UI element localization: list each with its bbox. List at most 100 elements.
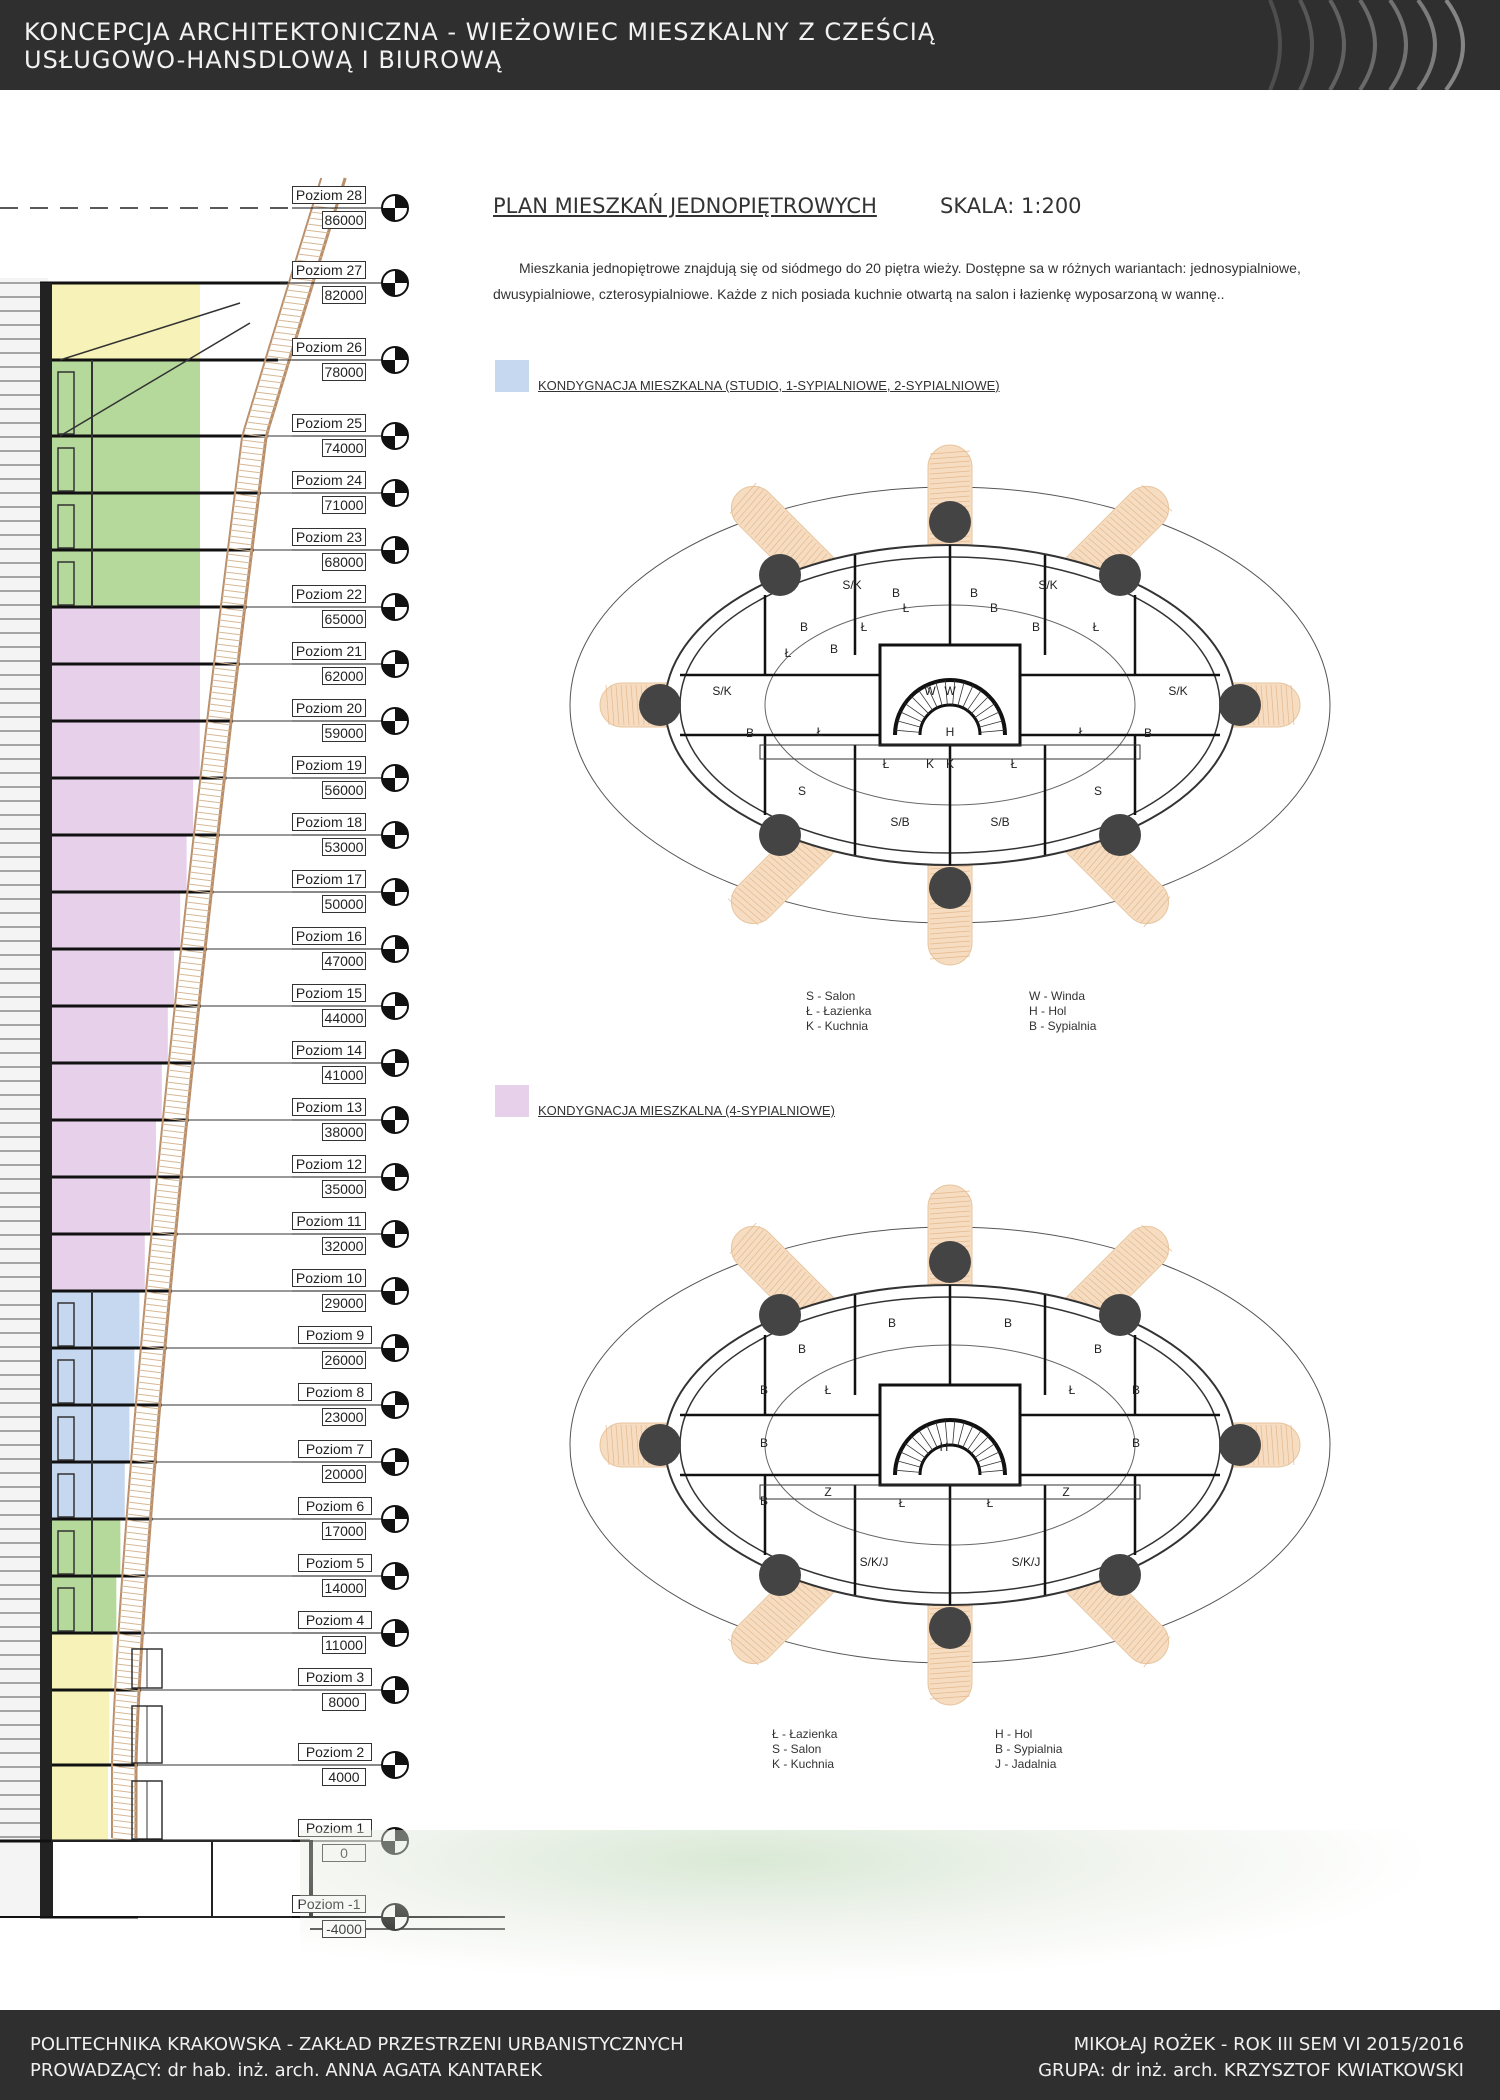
- timber-slat: [219, 619, 244, 624]
- timber-slat: [147, 1279, 172, 1284]
- legend-item: K - Kuchnia: [806, 1019, 869, 1033]
- timber-slat: [281, 307, 306, 312]
- timber-slat: [163, 1117, 188, 1122]
- stair-outer: [893, 678, 1007, 736]
- timber-slat: [241, 439, 266, 444]
- timber-slat: [176, 991, 201, 996]
- header-title-line1: KONCEPCJA ARCHITEKTONICZNA - WIEŻOWIEC M…: [24, 18, 936, 46]
- level-value: 35000: [322, 1180, 366, 1198]
- stair-step: [935, 681, 943, 707]
- level-marker-quadrant: [382, 1519, 395, 1532]
- room-label: B: [760, 1494, 768, 1508]
- timber-slat: [1125, 878, 1153, 910]
- timber-slat: [227, 553, 252, 558]
- timber-slat: [131, 1459, 156, 1464]
- stair-step: [926, 1424, 938, 1448]
- timber-slat: [132, 1441, 157, 1446]
- timber-slat: [176, 985, 202, 990]
- timber-slat: [113, 1717, 138, 1722]
- timber-slat: [113, 1711, 139, 1716]
- timber-slat: [178, 967, 204, 972]
- timber-slat: [146, 1285, 171, 1290]
- room-label: Ł: [987, 1496, 994, 1510]
- timber-slat: [202, 757, 227, 762]
- room-label: Z: [824, 1485, 831, 1499]
- timber-slat: [211, 685, 236, 690]
- timber-slat: [758, 1251, 785, 1282]
- level-label: Poziom 4: [298, 1611, 372, 1629]
- timber-slat: [727, 898, 759, 926]
- level-marker-quadrant: [395, 1506, 408, 1519]
- timber-slat: [153, 1207, 179, 1212]
- room-label: S/B: [990, 815, 1009, 829]
- room-label: B: [746, 726, 754, 740]
- timber-slat: [266, 355, 291, 360]
- level-label: Poziom 10: [292, 1269, 366, 1287]
- timber-slat: [1136, 889, 1164, 921]
- timber-slat: [201, 769, 226, 774]
- timber-slat: [610, 1424, 615, 1466]
- level-marker-quadrant: [395, 708, 408, 721]
- timber-slat: [745, 1620, 777, 1648]
- floor-fill: [52, 1177, 151, 1234]
- timber-slat: [219, 613, 245, 618]
- core-wall: [40, 283, 52, 1917]
- timber-slat: [148, 1267, 173, 1272]
- timber-slat: [1280, 684, 1285, 726]
- room-label: B: [970, 586, 978, 600]
- timber-slat: [929, 945, 971, 950]
- timber-slat: [756, 1610, 787, 1637]
- timber-slat: [184, 919, 209, 924]
- timber-slat: [141, 1339, 166, 1344]
- timber-slat: [193, 835, 218, 840]
- level-marker-quadrant: [382, 493, 395, 506]
- legend-item: Ł - Łazienka: [772, 1727, 838, 1741]
- timber-slat: [185, 907, 210, 912]
- timber-slat: [929, 1205, 971, 1210]
- timber-slat: [262, 367, 287, 372]
- level-label: Poziom 22: [292, 585, 366, 603]
- timber-slat: [118, 1627, 143, 1632]
- timber-slat: [1115, 868, 1142, 899]
- timber-slat: [124, 1543, 149, 1548]
- timber-slat: [112, 1741, 137, 1746]
- column: [639, 1424, 681, 1466]
- column: [1219, 1424, 1261, 1466]
- level-marker-quadrant: [395, 1677, 408, 1690]
- room-label: S/K: [842, 578, 861, 592]
- timber-slat: [117, 1651, 142, 1656]
- timber-slat: [1101, 853, 1128, 885]
- column: [639, 684, 681, 726]
- timber-slat: [114, 1705, 139, 1710]
- corridor: [759, 1484, 1141, 1500]
- room-label: B: [990, 601, 998, 615]
- timber-slat: [929, 910, 971, 915]
- timber-slat: [1139, 1632, 1167, 1664]
- timber-slat: [143, 1321, 168, 1326]
- timber-slat: [171, 1039, 196, 1044]
- timber-slat: [1116, 1249, 1148, 1277]
- level-marker-quadrant: [395, 936, 408, 949]
- timber-slat: [277, 319, 302, 324]
- timber-slat: [246, 421, 271, 426]
- timber-slat: [929, 1695, 971, 1700]
- timber-slat: [745, 880, 777, 908]
- timber-slat: [128, 1495, 153, 1500]
- timber-slat: [929, 1685, 971, 1690]
- level-marker-quadrant: [382, 1063, 395, 1076]
- stair-step: [970, 695, 990, 715]
- column: [929, 501, 971, 543]
- door: [57, 1302, 75, 1347]
- timber-slat: [192, 847, 217, 852]
- timber-slat: [758, 511, 785, 542]
- level-value: 32000: [322, 1237, 366, 1255]
- level-label: Poziom 28: [292, 186, 366, 204]
- ground-landscape: [300, 1830, 1420, 1980]
- timber-slat: [214, 661, 239, 666]
- level-marker-quadrant: [382, 283, 395, 296]
- room-label: Ł: [825, 1383, 832, 1397]
- stair-step: [910, 695, 930, 715]
- timber-slat: [125, 1537, 150, 1542]
- timber-slat: [270, 343, 295, 348]
- column: [759, 1554, 801, 1596]
